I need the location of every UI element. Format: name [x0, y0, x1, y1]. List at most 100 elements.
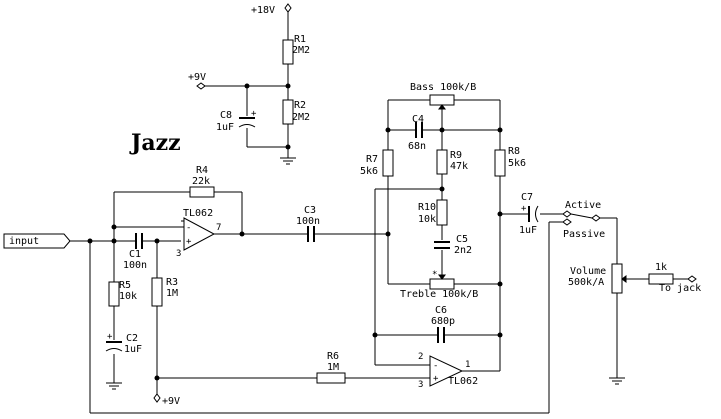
capacitor-c8: [238, 117, 256, 128]
terminal-9v-bottom: [153, 393, 161, 403]
r2-name: R2: [294, 100, 306, 111]
ground-symbol-volume: [609, 377, 625, 385]
treble-marker: *: [432, 270, 437, 280]
op-amp-u1: [183, 217, 216, 251]
c4-name: C4: [412, 114, 424, 125]
volume-value: 500k/A: [568, 277, 604, 288]
resistor-r1: [282, 39, 294, 65]
resistor-r5: [108, 281, 120, 307]
input-label: input: [9, 236, 39, 247]
resistor-r8: [494, 149, 506, 177]
resistor-r3: [151, 277, 163, 307]
r3-name: R3: [166, 277, 178, 288]
labels: Jazz input +18V +9V +9V R1 2M2 R2 2M2 C8…: [9, 5, 701, 407]
c6-name: C6: [435, 305, 447, 316]
c4-value: 68n: [408, 141, 426, 152]
r5-value: 10k: [119, 291, 137, 302]
r1-name: R1: [294, 34, 306, 45]
r10-name: R10: [418, 202, 436, 213]
r3-value: 1M: [166, 288, 178, 299]
capacitor-c2: [105, 341, 123, 352]
c2-name: C2: [126, 333, 138, 344]
resistor-r10: [436, 199, 448, 226]
r7-name: R7: [366, 154, 378, 165]
resistor-r9: [436, 149, 448, 175]
switch-active-passive: [562, 210, 601, 226]
r2-value: 2M2: [292, 112, 310, 123]
resistor-r4: [189, 186, 215, 198]
r5-name: R5: [119, 280, 131, 291]
capacitor-c4: [412, 122, 426, 138]
ground-symbol-supply: [280, 157, 296, 165]
c8-plus: +: [251, 109, 257, 119]
u1-pin7: 7: [216, 223, 221, 233]
terminal-9v-left: [196, 82, 206, 90]
op-amp-1-label: TL062: [183, 208, 213, 219]
wires: [70, 12, 688, 414]
terminal-18v: [284, 3, 292, 13]
op-amp-2-label: TL062: [448, 376, 478, 387]
u1-pin3: 3: [176, 249, 181, 259]
c5-name: C5: [456, 234, 468, 245]
supply-9v-left-label: +9V: [188, 72, 206, 83]
u1-plus: +: [186, 237, 192, 247]
capacitor-c5: [434, 241, 450, 249]
capacitor-c3: [303, 226, 319, 242]
supply-18v-label: +18V: [251, 5, 275, 16]
c1-name: C1: [129, 249, 141, 260]
c3-name: C3: [304, 205, 316, 216]
to-jack-label: To jack: [659, 283, 701, 294]
r4-name: R4: [196, 165, 208, 176]
u1-minus: -: [186, 223, 191, 233]
u2-minus: -: [433, 361, 438, 371]
switch-active-label: Active: [565, 200, 601, 211]
c8-name: C8: [220, 110, 232, 121]
r1-value: 2M2: [292, 45, 310, 56]
r9-value: 47k: [450, 161, 468, 172]
c2-value: 1uF: [124, 344, 142, 355]
c7-plus: +: [521, 204, 527, 214]
op-amp-u2: [429, 355, 464, 387]
out-resistor-label: 1k: [655, 262, 667, 273]
u2-pin2: 2: [418, 352, 423, 362]
c7-value: 1uF: [519, 225, 537, 236]
potentiometer-bass: [429, 94, 455, 112]
pot-bass-label: Bass 100k/B: [410, 82, 476, 93]
switch-passive-label: Passive: [563, 229, 605, 240]
resistor-r6: [316, 372, 346, 384]
volume-name: Volume: [570, 266, 606, 277]
c5-value: 2n2: [454, 245, 472, 256]
capacitor-c1: [130, 233, 146, 249]
ground-symbol-c2: [106, 382, 122, 390]
capacitor-c6: [434, 327, 448, 343]
r7-value: 5k6: [360, 166, 378, 177]
u2-plus: +: [433, 374, 439, 384]
u2-pin1: 1: [465, 360, 470, 370]
diagram-title: Jazz: [129, 130, 181, 156]
resistor-r2: [282, 99, 294, 125]
c3-value: 100n: [296, 216, 320, 227]
c6-value: 680p: [431, 316, 455, 327]
capacitor-c7: [527, 205, 539, 223]
potentiometer-treble: [429, 274, 455, 290]
pot-treble-label: Treble 100k/B: [400, 289, 478, 300]
r10-value: 10k: [418, 214, 436, 225]
terminal-jack: [687, 275, 697, 283]
u2-pin3: 3: [418, 380, 423, 390]
junction-dots: [87, 83, 503, 381]
r8-value: 5k6: [508, 158, 526, 169]
r4-value: 22k: [192, 176, 210, 187]
c1-value: 100n: [123, 260, 147, 271]
c8-value: 1uF: [216, 122, 234, 133]
supply-9v-bottom-label: +9V: [162, 396, 180, 407]
r6-name: R6: [327, 351, 339, 362]
resistor-r7: [382, 149, 394, 177]
c7-name: C7: [521, 192, 533, 203]
r8-name: R8: [508, 146, 520, 157]
potentiometer-volume: [611, 263, 628, 294]
c2-plus: +: [107, 332, 113, 342]
r6-value: 1M: [327, 362, 339, 373]
resistor-1k: [648, 273, 674, 285]
input-connector: [3, 233, 71, 249]
